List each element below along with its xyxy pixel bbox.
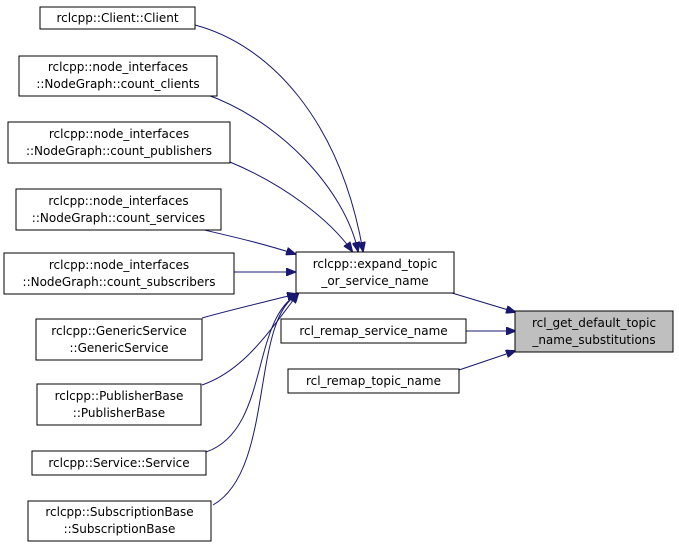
node-expand-topic[interactable]: rclcpp::expand_topic _or_service_name — [295, 251, 455, 294]
node-subscription-base-label-1: rclcpp::SubscriptionBase — [45, 505, 193, 519]
node-expand-topic-label-2: _or_service_name — [320, 274, 428, 288]
node-remap-service[interactable]: rcl_remap_service_name — [280, 318, 467, 344]
node-remap-topic-label: rcl_remap_topic_name — [306, 374, 441, 388]
node-publisher-base[interactable]: rclcpp::PublisherBase ::PublisherBase — [36, 383, 202, 426]
node-publisher-base-label-1: rclcpp::PublisherBase — [55, 389, 184, 403]
node-remap-topic[interactable]: rcl_remap_topic_name — [287, 368, 460, 394]
node-remap-service-label: rcl_remap_service_name — [299, 324, 447, 338]
node-service[interactable]: rclcpp::Service::Service — [31, 450, 207, 476]
edge-subscription-base-to-expand — [212, 294, 298, 506]
node-get-default-label-2: _name_substitutions — [531, 333, 655, 347]
node-count-services[interactable]: rclcpp::node_interfaces ::NodeGraph::cou… — [15, 188, 222, 231]
node-count-publishers[interactable]: rclcpp::node_interfaces ::NodeGraph::cou… — [7, 121, 231, 164]
edge-generic-service-to-expand — [201, 294, 296, 319]
node-count-clients[interactable]: rclcpp::node_interfaces ::NodeGraph::cou… — [18, 55, 218, 97]
edge-count-clients-to-expand — [204, 93, 358, 251]
node-publisher-base-label-2: ::PublisherBase — [73, 406, 165, 420]
node-count-publishers-label-1: rclcpp::node_interfaces — [49, 127, 189, 141]
edge-expand-to-get-default — [451, 292, 515, 312]
node-count-subscribers-label-2: ::NodeGraph::count_subscribers — [23, 275, 216, 289]
node-expand-topic-label-1: rclcpp::expand_topic — [313, 257, 438, 271]
nodes: rclcpp::Client::Client rclcpp::node_inte… — [3, 6, 674, 542]
node-get-default-label-1: rcl_get_default_topic — [532, 316, 656, 330]
node-count-subscribers-label-1: rclcpp::node_interfaces — [49, 258, 189, 272]
edge-service-to-expand — [205, 294, 298, 453]
node-count-publishers-label-2: ::NodeGraph::count_publishers — [26, 144, 212, 158]
node-client-label: rclcpp::Client::Client — [56, 11, 178, 25]
edge-remap-topic-to-get-default — [458, 351, 515, 371]
edge-publisher-base-to-expand — [201, 294, 298, 386]
node-generic-service[interactable]: rclcpp::GenericService ::GenericService — [35, 318, 203, 361]
edge-count-services-to-expand — [199, 228, 295, 254]
node-count-subscribers[interactable]: rclcpp::node_interfaces ::NodeGraph::cou… — [3, 252, 235, 295]
node-count-clients-label-1: rclcpp::node_interfaces — [48, 60, 188, 74]
edge-client-to-expand — [194, 24, 363, 251]
node-count-services-label-1: rclcpp::node_interfaces — [48, 194, 188, 208]
node-subscription-base[interactable]: rclcpp::SubscriptionBase ::SubscriptionB… — [27, 500, 212, 542]
node-subscription-base-label-2: ::SubscriptionBase — [64, 522, 176, 536]
edges — [194, 24, 515, 506]
edge-count-publishers-to-expand — [229, 161, 352, 251]
node-client[interactable]: rclcpp::Client::Client — [39, 6, 196, 30]
node-get-default[interactable]: rcl_get_default_topic _name_substitution… — [514, 310, 674, 353]
node-count-services-label-2: ::NodeGraph::count_services — [32, 211, 205, 225]
node-generic-service-label-1: rclcpp::GenericService — [51, 324, 186, 338]
node-service-label: rclcpp::Service::Service — [48, 456, 189, 470]
node-generic-service-label-2: ::GenericService — [70, 341, 169, 355]
node-count-clients-label-2: ::NodeGraph::count_clients — [36, 77, 199, 91]
